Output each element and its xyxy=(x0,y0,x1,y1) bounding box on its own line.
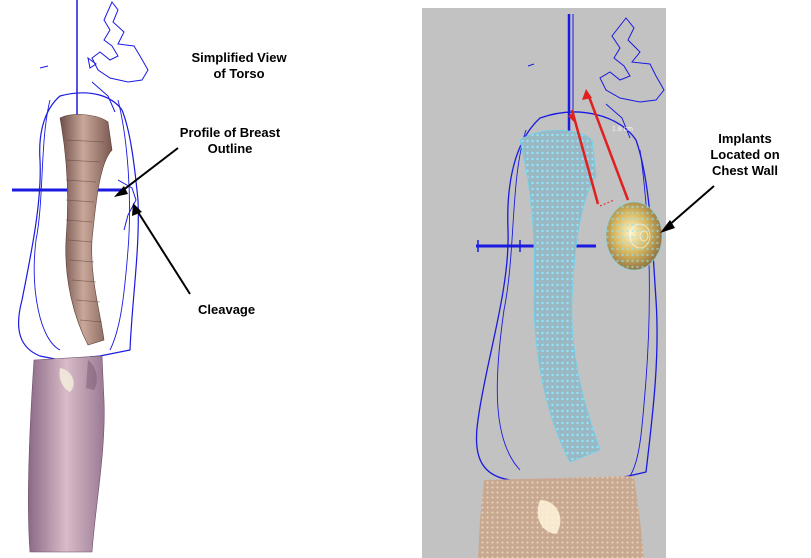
left-panel xyxy=(12,0,148,552)
implants-label: Implants Located on Chest Wall xyxy=(700,131,790,179)
measurement-readout: 1.8 cm xyxy=(612,126,633,133)
implants-label-line1: Implants xyxy=(700,131,790,147)
simplified-view-label-line2: of Torso xyxy=(183,66,295,82)
implant-arrow xyxy=(660,186,714,233)
implants-label-line3: Chest Wall xyxy=(700,163,790,179)
left-neck-line xyxy=(92,82,115,112)
profile-label-line2: Outline xyxy=(160,141,300,157)
simplified-view-label: Simplified View of Torso xyxy=(183,50,295,82)
cleavage-label: Cleavage xyxy=(198,302,268,318)
cleavage-arrow xyxy=(138,212,190,294)
implant-dots xyxy=(606,202,662,270)
profile-label-line1: Profile of Breast xyxy=(160,125,300,141)
left-arrows xyxy=(114,148,190,294)
left-head-outline xyxy=(88,2,148,82)
right-leg-dots xyxy=(478,476,644,558)
simplified-view-label-line1: Simplified View xyxy=(183,50,295,66)
left-spine-model xyxy=(60,115,112,345)
cleavage-arrowhead xyxy=(132,203,142,216)
profile-label: Profile of Breast Outline xyxy=(160,125,300,157)
implants-label-line2: Located on xyxy=(700,147,790,163)
left-small-mark xyxy=(40,66,48,68)
cleavage-label-text: Cleavage xyxy=(198,302,268,318)
right-panel xyxy=(422,8,666,558)
